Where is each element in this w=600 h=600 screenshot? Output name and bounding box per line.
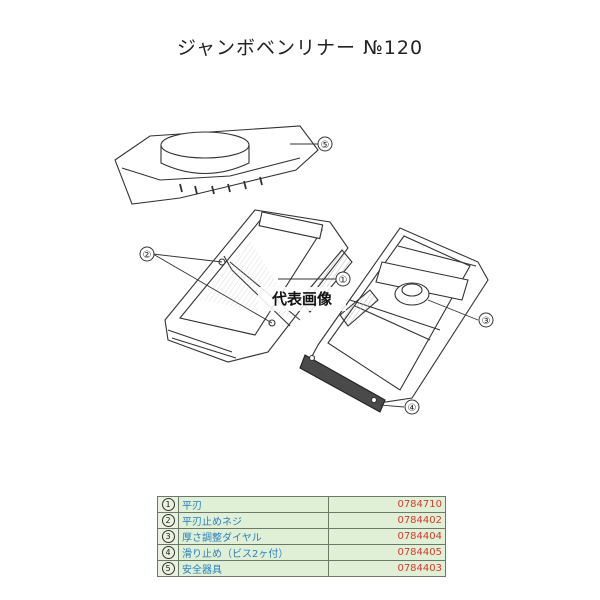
safety-holder-illustration [114, 125, 319, 205]
callout-5-label: ⑤ [321, 140, 330, 151]
part-code: 0784405 [328, 544, 446, 561]
parts-table: 1 平刃 0784710 2 平刃止めネジ 0784402 3 厚さ調整ダイヤル… [157, 496, 446, 577]
table-row: 3 厚さ調整ダイヤル 0784404 [157, 528, 446, 545]
page-title: ジャンボベンリナー №120 [176, 37, 424, 59]
callout-1-label: ① [339, 275, 348, 286]
part-number: 5 [161, 562, 175, 575]
callout-2: ② [139, 246, 155, 262]
part-name: 平刃 [178, 496, 329, 513]
table-row: 4 滑り止め（ビス2ヶ付） 0784405 [157, 544, 446, 561]
table-row: 5 安全器具 0784403 [157, 560, 446, 577]
table-row: 2 平刃止めネジ 0784402 [157, 512, 446, 529]
callout-1: ① [335, 271, 351, 287]
adjustable-slicer-illustration [299, 227, 489, 413]
part-code: 0784402 [328, 512, 446, 529]
parts-diagram: ⑤ ② ① ③ ④ [114, 125, 494, 415]
part-name: 安全器具 [178, 560, 329, 577]
part-code: 0784404 [328, 528, 446, 545]
part-name: 厚さ調整ダイヤル [178, 528, 329, 545]
part-code: 0784710 [328, 496, 446, 513]
part-number: 1 [161, 498, 175, 511]
representative-image-badge: 代表画像 [258, 287, 346, 311]
callout-3: ③ [478, 312, 494, 328]
callout-4: ④ [404, 399, 420, 415]
callout-4-label: ④ [408, 403, 417, 414]
part-name: 滑り止め（ビス2ヶ付） [178, 544, 329, 561]
callout-5: ⑤ [317, 136, 333, 152]
part-number: 2 [161, 514, 175, 527]
callout-2-label: ② [143, 250, 152, 261]
table-row: 1 平刃 0784710 [157, 496, 446, 513]
part-number: 4 [161, 546, 175, 559]
part-number: 3 [161, 530, 175, 543]
callout-3-label: ③ [482, 316, 491, 327]
part-code: 0784403 [328, 560, 446, 577]
part-name: 平刃止めネジ [178, 512, 329, 529]
